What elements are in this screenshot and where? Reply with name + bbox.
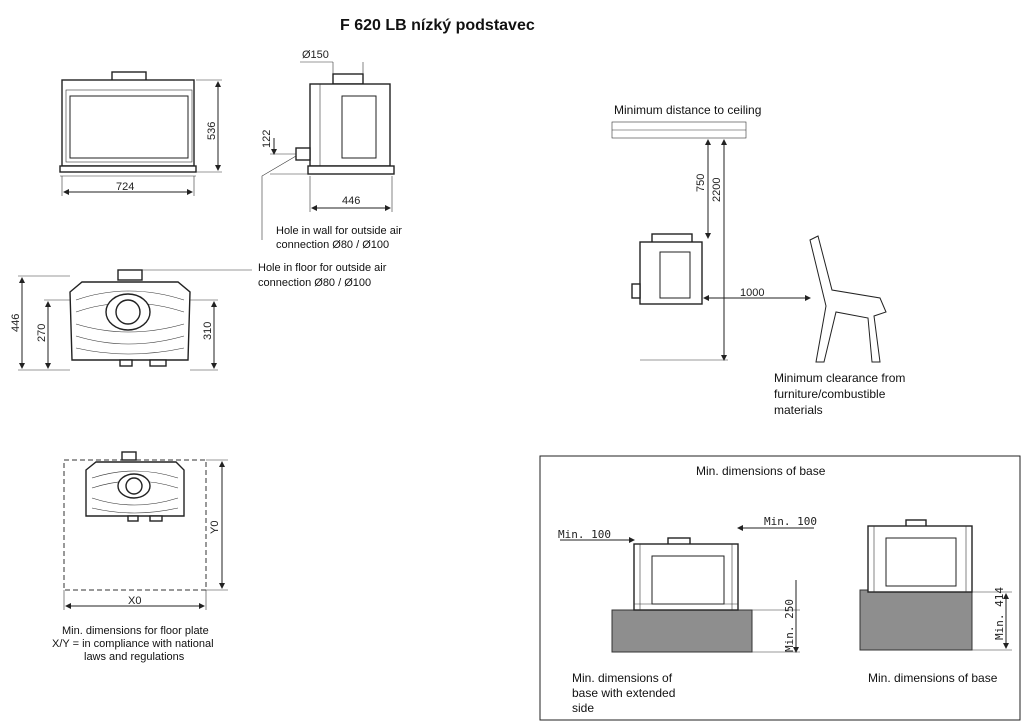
- flue-height-dim: 122: [261, 130, 273, 148]
- hole-wall-note-line1: Hole in wall for outside air: [276, 225, 402, 237]
- clearance-note-line1: Minimum clearance from: [774, 371, 905, 385]
- floor-plate-caption-line1: Min. dimensions for floor plate: [62, 625, 209, 637]
- hole-floor-note-line2: connection Ø80 / Ø100: [258, 277, 371, 289]
- base-caption-left-line2: base with extended: [572, 686, 675, 700]
- base-min-414: Min. 414: [993, 587, 1006, 640]
- floor-plate-y-dim: Y0: [209, 521, 221, 534]
- top-view: Hole in floor for outside air connection…: [10, 262, 387, 371]
- front-view: 724 536: [59, 71, 222, 196]
- hole-floor-note-line1: Hole in floor for outside air: [258, 262, 387, 274]
- front-height-dim: 536: [206, 122, 218, 140]
- base-caption-left-line3: side: [572, 701, 594, 715]
- regular-base-stove: Min. 414 Min. dimensions of base: [859, 519, 1012, 685]
- top-310-dim: 310: [202, 322, 214, 340]
- floor-plate-caption-line2: X/Y = in compliance with national: [52, 638, 214, 650]
- base-min-100-right: Min. 100: [764, 515, 817, 528]
- hole-wall-note-line2: connection Ø80 / Ø100: [276, 239, 389, 251]
- top-270-dim: 270: [36, 324, 48, 342]
- side-depth-dim: 446: [342, 195, 360, 207]
- clearance-diagram: Minimum distance to ceiling 750 2200 100…: [611, 103, 905, 417]
- clearance-note-line3: materials: [774, 403, 823, 417]
- base-panel: Min. dimensions of base Min. 100 Min. 10…: [539, 455, 1021, 721]
- clearance-1000-dim: 1000: [740, 287, 764, 299]
- ceiling-750-dim: 750: [695, 174, 707, 192]
- floor-plate-x-dim: X0: [128, 595, 141, 607]
- floor-plate-caption-line3: laws and regulations: [84, 651, 185, 663]
- front-width-dim: 724: [116, 181, 134, 193]
- ceiling-2200-dim: 2200: [711, 178, 723, 202]
- ceiling-label: Minimum distance to ceiling: [614, 103, 761, 117]
- extended-base-stove: Min. 100 Min. 100 Min. 250 Min. dimensio…: [558, 515, 817, 715]
- chair-icon: [809, 235, 887, 363]
- base-min-100-left: Min. 100: [558, 528, 611, 541]
- flue-diameter-dim: Ø150: [302, 49, 329, 61]
- floor-plate-diagram: Y0 X0 Min. dimensions for floor plate X/…: [52, 451, 228, 663]
- side-view: Ø150 122 446 Hole in wall for outside ai…: [261, 49, 402, 251]
- clearance-note-line2: furniture/combustible: [774, 387, 886, 401]
- base-panel-title: Min. dimensions of base: [696, 464, 826, 478]
- top-depth-dim: 446: [10, 314, 22, 332]
- base-min-250: Min. 250: [783, 599, 796, 652]
- base-caption-right: Min. dimensions of base: [868, 671, 998, 685]
- base-caption-left-line1: Min. dimensions of: [572, 671, 673, 685]
- page-title: F 620 LB nízký podstavec: [340, 17, 535, 34]
